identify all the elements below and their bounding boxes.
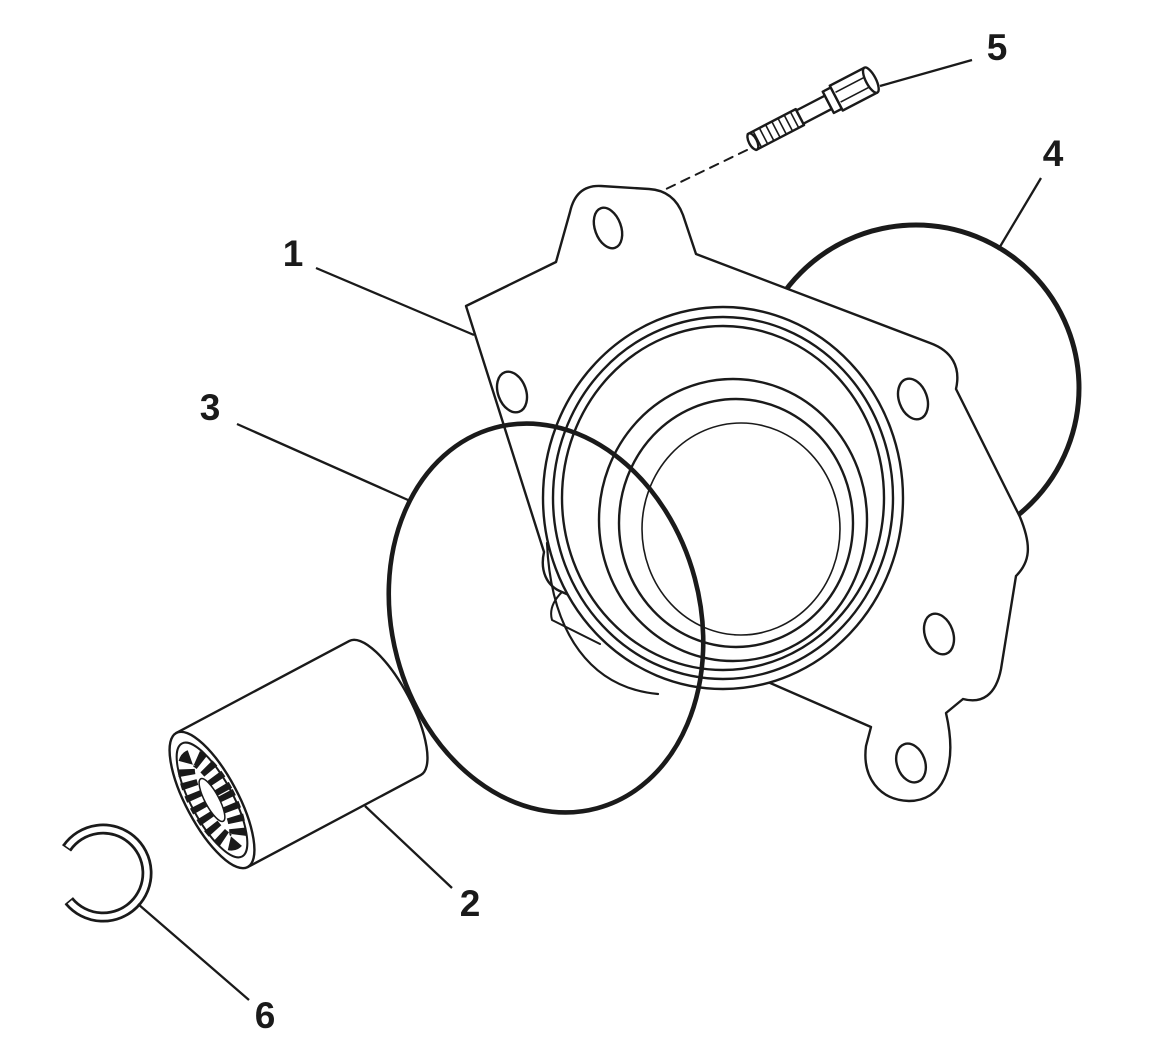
snap-ring-end <box>62 843 72 852</box>
bore-outer-edge <box>597 377 869 663</box>
callout-1-label: 1 <box>283 233 304 274</box>
mounting-hole-top-ear <box>592 206 624 250</box>
o-ring <box>386 421 706 815</box>
bolt-thread-line <box>789 111 800 129</box>
callout-5-label: 5 <box>987 27 1008 68</box>
callouts: 1 2 3 4 5 6 <box>137 27 1064 1036</box>
bolt-thread-line <box>764 124 775 142</box>
pump-housing-flange <box>464 184 1030 803</box>
bolt-head-cap <box>861 66 880 94</box>
mounting-hole-bottom-ear <box>894 742 928 784</box>
bolt <box>746 66 880 152</box>
boss-ring-2 <box>551 315 895 681</box>
callout-6-leader <box>137 903 250 1001</box>
callout-2-label: 2 <box>460 883 481 924</box>
mounting-hole-left <box>495 370 529 414</box>
bolt-head-facet <box>835 74 868 94</box>
bolt-thread-line <box>758 127 769 145</box>
boss-ring-3 <box>560 324 886 672</box>
bolt-thread-line <box>771 121 781 138</box>
callout-4-label: 4 <box>1043 133 1064 174</box>
callout-5-leader <box>879 58 973 88</box>
snap-ring-end <box>64 897 75 906</box>
callout-6-label: 6 <box>255 995 276 1036</box>
callout-3-leader <box>236 422 409 502</box>
callout-2-leader <box>364 805 453 889</box>
snap-ring <box>62 823 153 923</box>
bore-depth-line <box>641 422 841 636</box>
snap-ring-inner-face <box>64 826 150 920</box>
mounting-hole-bottom-right <box>922 612 956 656</box>
callout-3-label: 3 <box>200 387 221 428</box>
bolt-head-facet <box>840 84 873 103</box>
bolt-thread-line <box>777 117 788 135</box>
callout-1-leader <box>315 266 475 337</box>
coupling-bore <box>198 777 226 823</box>
boss-side-contour <box>545 541 660 696</box>
flange-thickness-line <box>550 591 601 645</box>
bolt-thread-line <box>783 114 794 132</box>
callout-4-leader <box>997 177 1042 251</box>
bore-inner-edge <box>617 397 855 649</box>
coupling-spline-teeth <box>177 749 247 851</box>
bolt-tip <box>746 132 760 151</box>
mounting-hole-right <box>896 377 930 421</box>
bolt-alignment-dashed-line <box>663 149 748 191</box>
splined-coupling <box>168 638 429 870</box>
